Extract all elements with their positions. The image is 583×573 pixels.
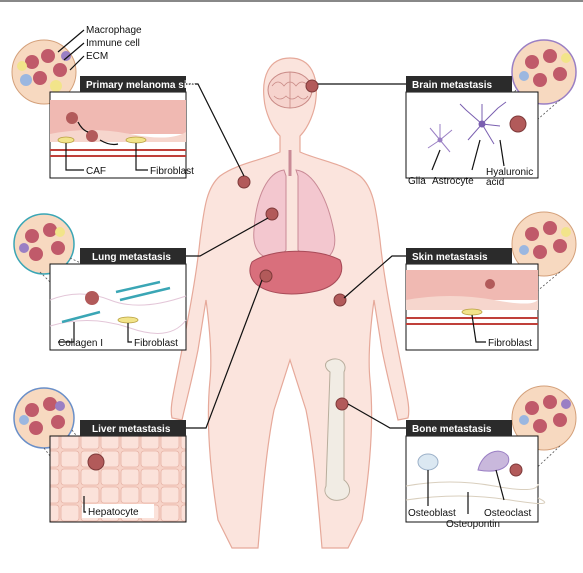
tumor-cluster-bone [511, 385, 577, 451]
header-liver-bg [80, 420, 186, 436]
label-glia: Glia [408, 176, 426, 187]
tumor-cluster-lung [13, 213, 75, 275]
label-fibroblast-lung: Fibroblast [134, 338, 178, 349]
panel-liver: Liver metastasis Hepatocyte [13, 387, 187, 523]
femur-bone [324, 358, 350, 501]
header-skin-bg [406, 248, 512, 264]
label-caf: CAF [86, 166, 106, 177]
label-immune-cell: Immune cell [86, 38, 140, 49]
lung-tumor-dot [265, 207, 279, 221]
primary-tumor-dot [237, 175, 251, 189]
header-primary: Primary melanoma site [86, 80, 196, 91]
liver-tumor-dot [259, 269, 273, 283]
label-acid: acid [486, 177, 504, 188]
label-fibroblast-primary: Fibroblast [150, 166, 194, 177]
panel-brain: Brain metastasis Glia Astrocyte Hyaluron… [405, 39, 577, 188]
leader-lines [186, 83, 406, 429]
tumor-cluster-liver [13, 387, 75, 449]
label-astrocyte: Astrocyte [432, 176, 474, 187]
label-hyaluronic: Hyaluronic [486, 167, 533, 178]
skin-tumor-dot [333, 293, 347, 307]
label-collagen: Collagen I [58, 338, 103, 349]
panel-bone: Bone metastasis Osteoblast Osteoclast Os… [405, 385, 577, 530]
panel-primary: Macrophage Immune cell ECM Primary melan… [11, 25, 196, 179]
header-bone: Bone metastasis [412, 424, 492, 435]
label-fibroblast-skin: Fibroblast [488, 338, 532, 349]
label-osteopontin: Osteopontin [446, 519, 500, 530]
header-brain-bg [406, 76, 512, 92]
header-bone-bg [406, 420, 512, 436]
label-macrophage: Macrophage [86, 25, 142, 36]
tumor-cluster-brain [511, 39, 577, 105]
header-skin: Skin metastasis [412, 252, 488, 263]
header-lung-bg [80, 248, 186, 264]
label-hepatocyte: Hepatocyte [88, 507, 139, 518]
human-body [170, 57, 410, 549]
label-osteoblast: Osteoblast [408, 508, 456, 519]
panel-lung: Lung metastasis Collagen I Fibroblast [13, 213, 187, 351]
header-liver: Liver metastasis [92, 424, 171, 435]
label-osteoclast: Osteoclast [484, 508, 531, 519]
header-primary-bg [80, 76, 186, 92]
panel-skin: Skin metastasis Fibroblast [405, 211, 577, 351]
bone-tumor-dot [335, 397, 349, 411]
brain [267, 71, 313, 109]
glia-cell [427, 124, 453, 153]
brain-tumor-dot [305, 79, 319, 93]
astrocyte-cell [459, 101, 507, 145]
tumor-cluster-primary [11, 39, 77, 105]
tumor-cluster-skin [511, 211, 577, 277]
liver [249, 250, 343, 295]
label-ecm: ECM [86, 51, 108, 62]
header-brain: Brain metastasis [412, 80, 492, 91]
panel-lung-frame [49, 263, 187, 351]
header-lung: Lung metastasis [92, 252, 171, 263]
